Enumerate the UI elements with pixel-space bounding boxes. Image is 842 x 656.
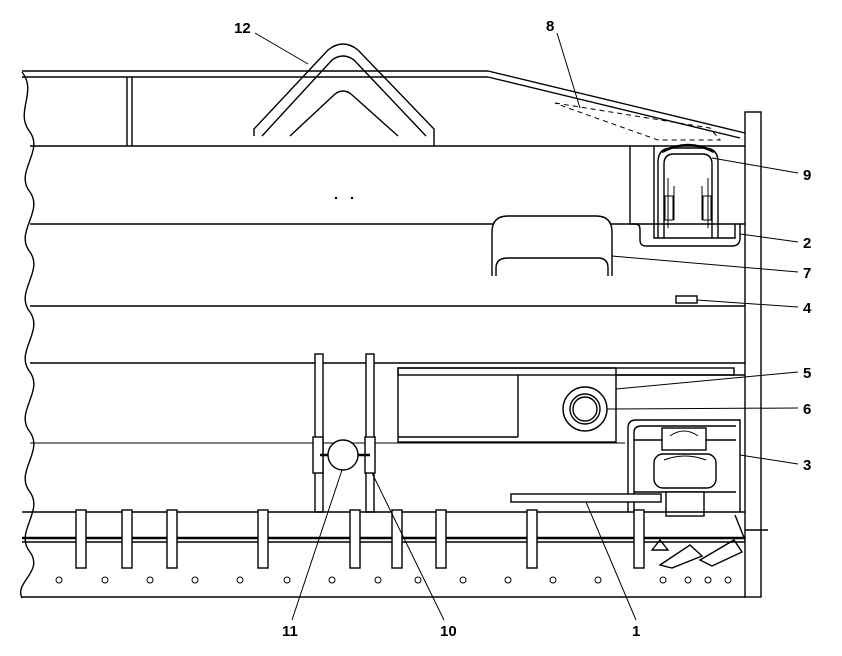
tray-bracket — [630, 146, 741, 247]
flat-bar — [510, 493, 662, 503]
tab-part — [675, 295, 698, 304]
callout-12: 12 — [234, 20, 251, 37]
callout-4: 4 — [803, 300, 812, 317]
right-plate — [744, 111, 762, 598]
cover-part — [491, 215, 613, 276]
callout-8: 8 — [546, 18, 554, 35]
callout-1: 1 — [632, 623, 640, 640]
callout-9: 9 — [803, 167, 811, 184]
slotted-plate — [397, 367, 745, 443]
callout-2: 2 — [803, 235, 811, 252]
callout-7: 7 — [803, 265, 811, 282]
leader-lines — [254, 32, 799, 621]
callout-6: 6 — [803, 401, 811, 418]
chevron-guide — [253, 43, 435, 146]
frame-lines — [30, 146, 745, 444]
callout-labels: 12 8 9 2 7 4 5 6 3 1 10 11 — [234, 18, 812, 640]
clip-part — [657, 143, 719, 238]
dashed-hidden-part — [554, 102, 722, 141]
hanger-assembly — [312, 353, 376, 513]
callout-3: 3 — [803, 457, 811, 474]
bottom-rail — [22, 509, 768, 598]
top-rail — [22, 70, 746, 147]
callout-11: 11 — [282, 623, 298, 640]
break-line — [19, 71, 35, 599]
callout-5: 5 — [803, 365, 811, 382]
callout-10: 10 — [440, 623, 457, 640]
round-hole — [562, 386, 608, 432]
